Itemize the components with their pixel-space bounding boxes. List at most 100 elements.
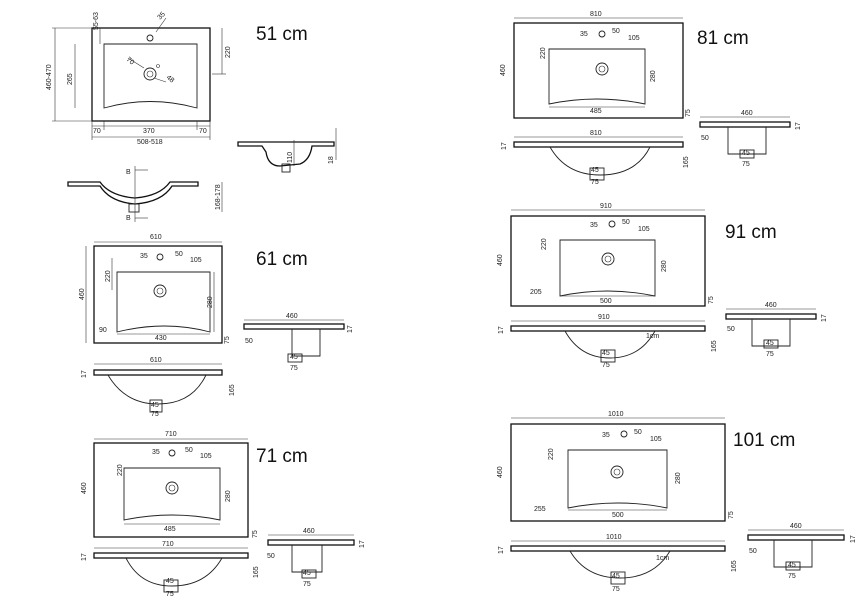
dim-91-width: 910 [600, 203, 612, 210]
dim-91-side-siphon75: 75 [766, 351, 774, 358]
size-label-81: 81 cm [697, 28, 749, 49]
dim-81-side-siphon45: 45 [742, 150, 750, 157]
dim-91-siphon45: 45 [602, 350, 610, 357]
top-view-91: 910 35 50 105 220 460 280 205 500 75 [497, 203, 715, 307]
dim-81-width: 810 [590, 11, 602, 18]
dim-91-depth220: 220 [541, 238, 548, 250]
dim-81-side-siphon75: 75 [742, 161, 750, 168]
dim-51-side-left: 70 [93, 128, 101, 135]
dim-61-depth220: 220 [105, 270, 112, 282]
dim-101-side-siphon45: 45 [788, 562, 796, 569]
dim-51-side-right: 70 [199, 128, 207, 135]
dim-101-tap-offset: 50 [634, 429, 642, 436]
dim-81-siphon75: 75 [591, 179, 599, 186]
dim-91-height: 460 [497, 254, 504, 266]
top-view-81: 810 35 50 105 220 460 280 485 75 [500, 11, 692, 119]
top-view-101: 1010 35 50 105 220 460 280 255 500 75 [497, 411, 735, 522]
dim-51-width-range: 508-518 [137, 139, 163, 146]
dim-81-bowl-height: 280 [650, 70, 657, 82]
dim-101-front-note: 1cm [656, 555, 669, 562]
front-view-81: 810 17 165 45 75 [501, 130, 690, 186]
dim-101-front-width: 1010 [606, 534, 622, 541]
dim-81-front-width: 810 [590, 130, 602, 137]
dim-51-drain: 70 [125, 56, 136, 66]
top-view-61: 610 35 50 105 220 460 280 90 430 75 [79, 234, 231, 344]
dim-71-hole-offset: 105 [200, 453, 212, 460]
dim-81-height: 460 [500, 64, 507, 76]
dim-71-front-width: 710 [162, 541, 174, 548]
dim-91-tap: 35 [590, 222, 598, 229]
dim-81-edge: 75 [685, 109, 692, 117]
dim-51-bowl-depth: 265 [67, 73, 74, 85]
model-91-group: 91 cm 910 35 50 105 220 460 280 205 500 … [497, 203, 828, 369]
dim-51-edge-gap: 55-63 [93, 12, 100, 30]
dim-101-side-thickness: 17 [850, 535, 857, 543]
dim-91-tap-offset: 50 [622, 219, 630, 226]
front-view-71: 710 17 165 45 75 [81, 541, 260, 598]
dim-61-width: 610 [150, 234, 162, 241]
size-label-51: 51 cm [256, 24, 308, 45]
dim-71-width: 710 [165, 431, 177, 438]
dim-81-depth220: 220 [540, 47, 547, 59]
dim-91-side-50: 50 [727, 326, 735, 333]
dim-71-bowl-height: 280 [225, 490, 232, 502]
dim-81-front-thickness: 17 [501, 142, 508, 150]
dim-51-section-depth: 168-178 [215, 184, 222, 210]
dim-71-edge: 75 [252, 530, 259, 538]
dim-61-tap: 35 [140, 253, 148, 260]
dim-51-depth220: 220 [225, 46, 232, 58]
dim-91-front-width: 910 [598, 314, 610, 321]
model-101-group: 101 cm 1010 35 50 105 220 460 280 255 50… [497, 411, 857, 593]
section-mark-top-51: B [126, 169, 131, 176]
model-51-group: 51 cm 460-470 265 55-63 35 70 48 [46, 11, 337, 222]
section-view-51: B B 168-178 [67, 166, 223, 222]
dim-61-side-siphon75: 75 [290, 365, 298, 372]
dim-71-depth220: 220 [117, 464, 124, 476]
side-view-101: 460 50 17 45 75 [747, 523, 857, 580]
dim-71-side-width: 460 [303, 528, 315, 535]
dim-101-depth220: 220 [548, 448, 555, 460]
size-label-91: 91 cm [725, 222, 777, 243]
dim-101-siphon45: 45 [612, 573, 620, 580]
dim-101-tap: 35 [602, 432, 610, 439]
dim-101-edge: 75 [728, 511, 735, 519]
dim-71-height: 460 [81, 482, 88, 494]
dim-91-left: 205 [530, 289, 542, 296]
dim-91-edge: 75 [708, 296, 715, 304]
dim-81-side-50: 50 [701, 135, 709, 142]
dim-61-side-thickness: 17 [347, 325, 354, 333]
dim-51-height: 460-470 [46, 64, 53, 90]
dim-91-bowl-height: 280 [661, 260, 668, 272]
dim-91-siphon75: 75 [602, 362, 610, 369]
front-view-91: 910 1cm 17 165 45 75 [498, 314, 718, 369]
dim-91-hole-offset: 105 [638, 226, 650, 233]
dim-51-tap-hole: 35 [156, 11, 167, 22]
dim-91-front-thickness: 17 [498, 326, 505, 334]
dim-101-left: 255 [534, 506, 546, 513]
dim-91-side-siphon45: 45 [766, 340, 774, 347]
dim-91-bowl-width: 500 [600, 298, 612, 305]
dim-61-siphon75: 75 [151, 411, 159, 418]
dim-81-tap: 35 [580, 31, 588, 38]
dim-61-front-height: 165 [229, 384, 236, 396]
dim-61-side-50: 50 [245, 338, 253, 345]
dim-101-side-siphon75: 75 [788, 573, 796, 580]
dim-61-left: 90 [99, 327, 107, 334]
dim-101-side-width: 460 [790, 523, 802, 530]
dim-61-height: 460 [79, 288, 86, 300]
dim-81-tap-offset: 50 [612, 28, 620, 35]
dim-101-front-height: 165 [731, 560, 738, 572]
size-label-71: 71 cm [256, 446, 308, 467]
side-view-91: 460 50 17 45 75 [725, 302, 828, 358]
dim-61-front-thickness: 17 [81, 370, 88, 378]
front-view-101: 1010 1cm 17 165 45 75 [498, 534, 738, 593]
dim-61-side-width: 460 [286, 313, 298, 320]
dim-101-side-50: 50 [749, 548, 757, 555]
dim-91-side-thickness: 17 [821, 314, 828, 322]
dim-61-hole-offset: 105 [190, 257, 202, 264]
side-view-71: 460 50 17 45 75 [267, 528, 366, 588]
dim-91-side-width: 460 [765, 302, 777, 309]
dim-51-side-height: 110 [287, 152, 294, 163]
dim-81-front-height: 165 [683, 156, 690, 168]
